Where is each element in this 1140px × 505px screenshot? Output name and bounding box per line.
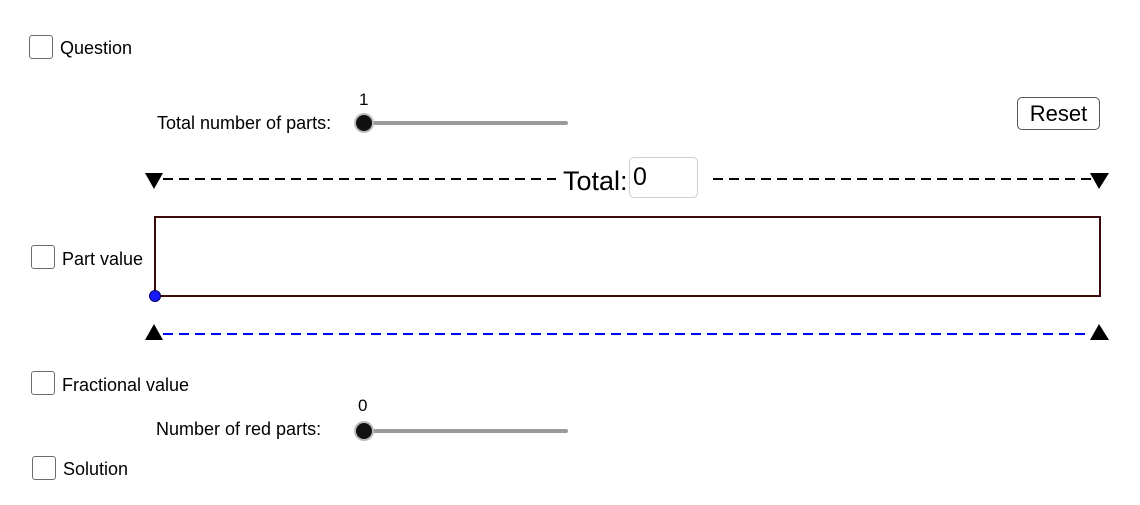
part-value-checkbox[interactable] [31,245,55,269]
question-checkbox[interactable] [29,35,53,59]
red-parts-value: 0 [358,396,368,415]
reset-button[interactable]: Reset [1017,97,1100,130]
part-value-label: Part value [62,249,144,269]
total-parts-slider-track[interactable] [364,121,568,125]
total-input[interactable] [629,157,698,198]
total-parts-value: 1 [359,90,369,109]
total-label: Total: [563,166,628,196]
fraction-arrow-left-icon [145,324,163,340]
total-parts-label: Total number of parts: [157,113,332,133]
fraction-arrow-right-icon [1090,324,1109,340]
total-parts-slider-thumb[interactable] [356,115,372,131]
question-label: Question [60,38,133,58]
fractional-value-checkbox[interactable] [31,371,55,395]
red-parts-slider-thumb[interactable] [356,423,372,439]
solution-label: Solution [63,459,129,479]
solution-checkbox[interactable] [32,456,56,480]
fractional-value-label: Fractional value [62,375,190,395]
bar-model [154,216,1101,297]
red-parts-slider-track[interactable] [364,429,568,433]
red-parts-label: Number of red parts: [156,419,322,439]
total-arrow-left-icon [145,173,163,189]
bar-origin-point[interactable] [150,291,160,301]
total-arrow-right-icon [1090,173,1109,189]
